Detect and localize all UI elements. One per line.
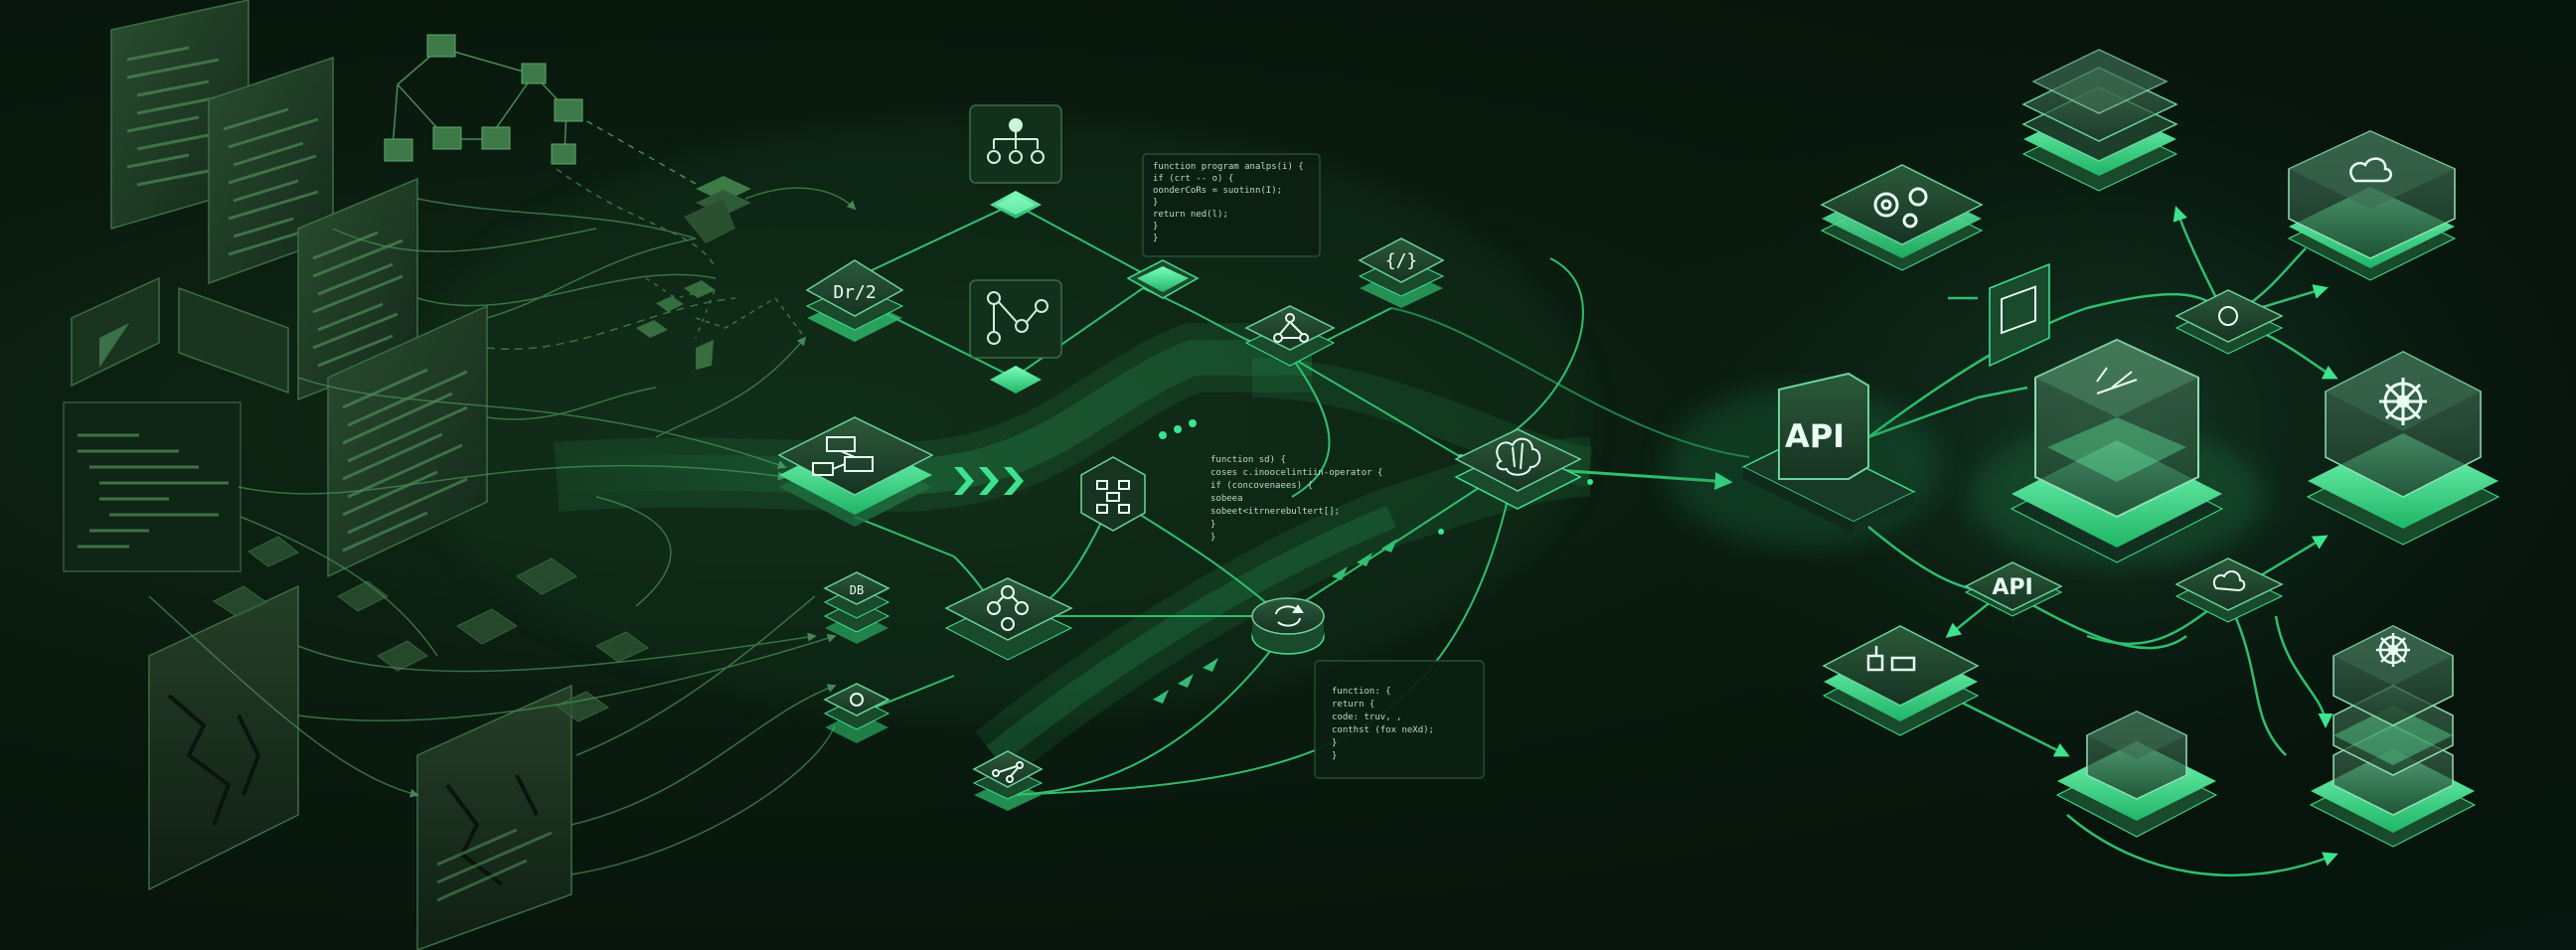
layer-stack-icon bbox=[684, 176, 751, 243]
refresh-icon bbox=[1275, 604, 1304, 627]
code-snippet-top: function program analps(i) { if (crt -- … bbox=[1142, 153, 1321, 257]
ai-brain-node bbox=[1454, 428, 1582, 510]
chip-icon bbox=[2001, 285, 2036, 335]
archive-node bbox=[1822, 625, 1980, 736]
glow-junction bbox=[1126, 259, 1200, 299]
code-line: coses c.inoocelintiin-operator { bbox=[1210, 468, 1382, 478]
kubernetes-helm-icon bbox=[2379, 378, 2427, 425]
graph-node bbox=[969, 279, 1062, 394]
api-endpoint-node: API bbox=[1964, 561, 2063, 617]
stack-label: Dr/2 bbox=[833, 282, 876, 303]
gears-node bbox=[1820, 164, 1984, 271]
flowchart-node bbox=[777, 416, 934, 527]
kubernetes-node bbox=[2306, 351, 2500, 546]
share-icon bbox=[1273, 313, 1309, 343]
workflow-circle-node bbox=[944, 577, 1073, 661]
broken-file-panel bbox=[416, 684, 572, 950]
api-label: API bbox=[1785, 417, 1845, 455]
code-bracket-icon: {/} bbox=[1385, 250, 1418, 271]
code-snippet-bottom: function: { return { code: truv, , conth… bbox=[1314, 660, 1485, 779]
gears-icon bbox=[1873, 187, 1928, 229]
code-line: } bbox=[1332, 751, 1337, 761]
storage-cube-node bbox=[2055, 711, 2218, 838]
pipeline-nodes: Dr/2 bbox=[777, 104, 1582, 811]
code-line: return ned(l); bbox=[1153, 210, 1228, 220]
workflow-node bbox=[1080, 456, 1146, 532]
folder-nodes bbox=[384, 34, 583, 165]
code-snippet-middle: function sd) { coses c.inoocelintiin-ope… bbox=[1210, 455, 1382, 543]
code-bracket-node: {/} bbox=[1358, 238, 1445, 308]
stack-layers-node bbox=[2021, 49, 2178, 192]
chevron-panel bbox=[178, 286, 289, 395]
code-line: return { bbox=[1332, 700, 1374, 710]
brain-icon bbox=[1496, 437, 1541, 476]
legacy-code-panels bbox=[63, 0, 751, 950]
code-line: if (crt -- o) { bbox=[1153, 174, 1233, 184]
code-line: function: { bbox=[1332, 687, 1391, 697]
workflow-icon bbox=[1096, 480, 1130, 514]
code-line: } bbox=[1332, 738, 1337, 748]
api-connections bbox=[1867, 206, 2338, 876]
cloud-upload-icon bbox=[2212, 570, 2246, 592]
share-node bbox=[1244, 305, 1336, 367]
graph-icon bbox=[987, 291, 1048, 345]
code-line: function sd) { bbox=[1210, 455, 1286, 465]
cloud-node bbox=[2287, 130, 2457, 281]
play-icon bbox=[99, 323, 129, 368]
cloud-upload-node bbox=[2174, 557, 2284, 623]
target-services: API bbox=[1665, 49, 2500, 848]
code-line: sobeea bbox=[1210, 494, 1243, 504]
small-gear-stack bbox=[823, 683, 890, 743]
code-line: } bbox=[1210, 520, 1215, 530]
code-line: oonderCoRs = suotinn(I); bbox=[1153, 186, 1282, 196]
code-line: } bbox=[1153, 222, 1158, 232]
small-data-stack: DB bbox=[823, 571, 890, 644]
flow-chevrons bbox=[954, 467, 1024, 495]
api-gateway-node: API bbox=[1665, 372, 1943, 547]
code-line: code: truv, , bbox=[1332, 712, 1401, 722]
cycle-icon bbox=[987, 585, 1029, 631]
db-label: DB bbox=[850, 583, 864, 597]
api-label-secondary: API bbox=[1992, 575, 2032, 600]
document-stack-node: Dr/2 bbox=[805, 259, 904, 342]
code-file-panel bbox=[297, 177, 418, 401]
flow-dots bbox=[1159, 419, 1593, 535]
code-line: } bbox=[1210, 533, 1215, 543]
data-fragments bbox=[212, 536, 649, 722]
flowchart-icon bbox=[812, 436, 874, 476]
code-line: function program analps(i) { bbox=[1153, 162, 1304, 172]
code-line: } bbox=[1153, 198, 1158, 208]
broken-file-panel bbox=[148, 584, 299, 891]
kubernetes-helm-icon bbox=[2376, 633, 2410, 667]
code-line: } bbox=[1153, 234, 1158, 243]
gear-icon bbox=[850, 693, 864, 707]
hierarchy-node bbox=[969, 104, 1062, 219]
kubernetes-stack-node bbox=[2309, 625, 2477, 848]
code-line: sobeet<itrnerebultert[]; bbox=[1210, 507, 1340, 517]
refresh-node bbox=[1251, 597, 1325, 655]
code-line: if (concovenaees) { bbox=[1210, 481, 1313, 491]
legacy-code-card bbox=[63, 401, 242, 572]
chip-node bbox=[1989, 262, 2050, 368]
legacy-connections bbox=[148, 168, 857, 875]
code-file-panel bbox=[327, 304, 488, 578]
central-service-cube bbox=[1968, 338, 2266, 566]
small-fragments bbox=[636, 280, 716, 370]
network-hub-node bbox=[2174, 289, 2284, 355]
cloud-icon bbox=[2349, 157, 2392, 183]
code-line: conthst (fox neXd); bbox=[1332, 725, 1434, 735]
hierarchy-icon bbox=[987, 118, 1045, 164]
network-node-bottom bbox=[972, 750, 1044, 811]
